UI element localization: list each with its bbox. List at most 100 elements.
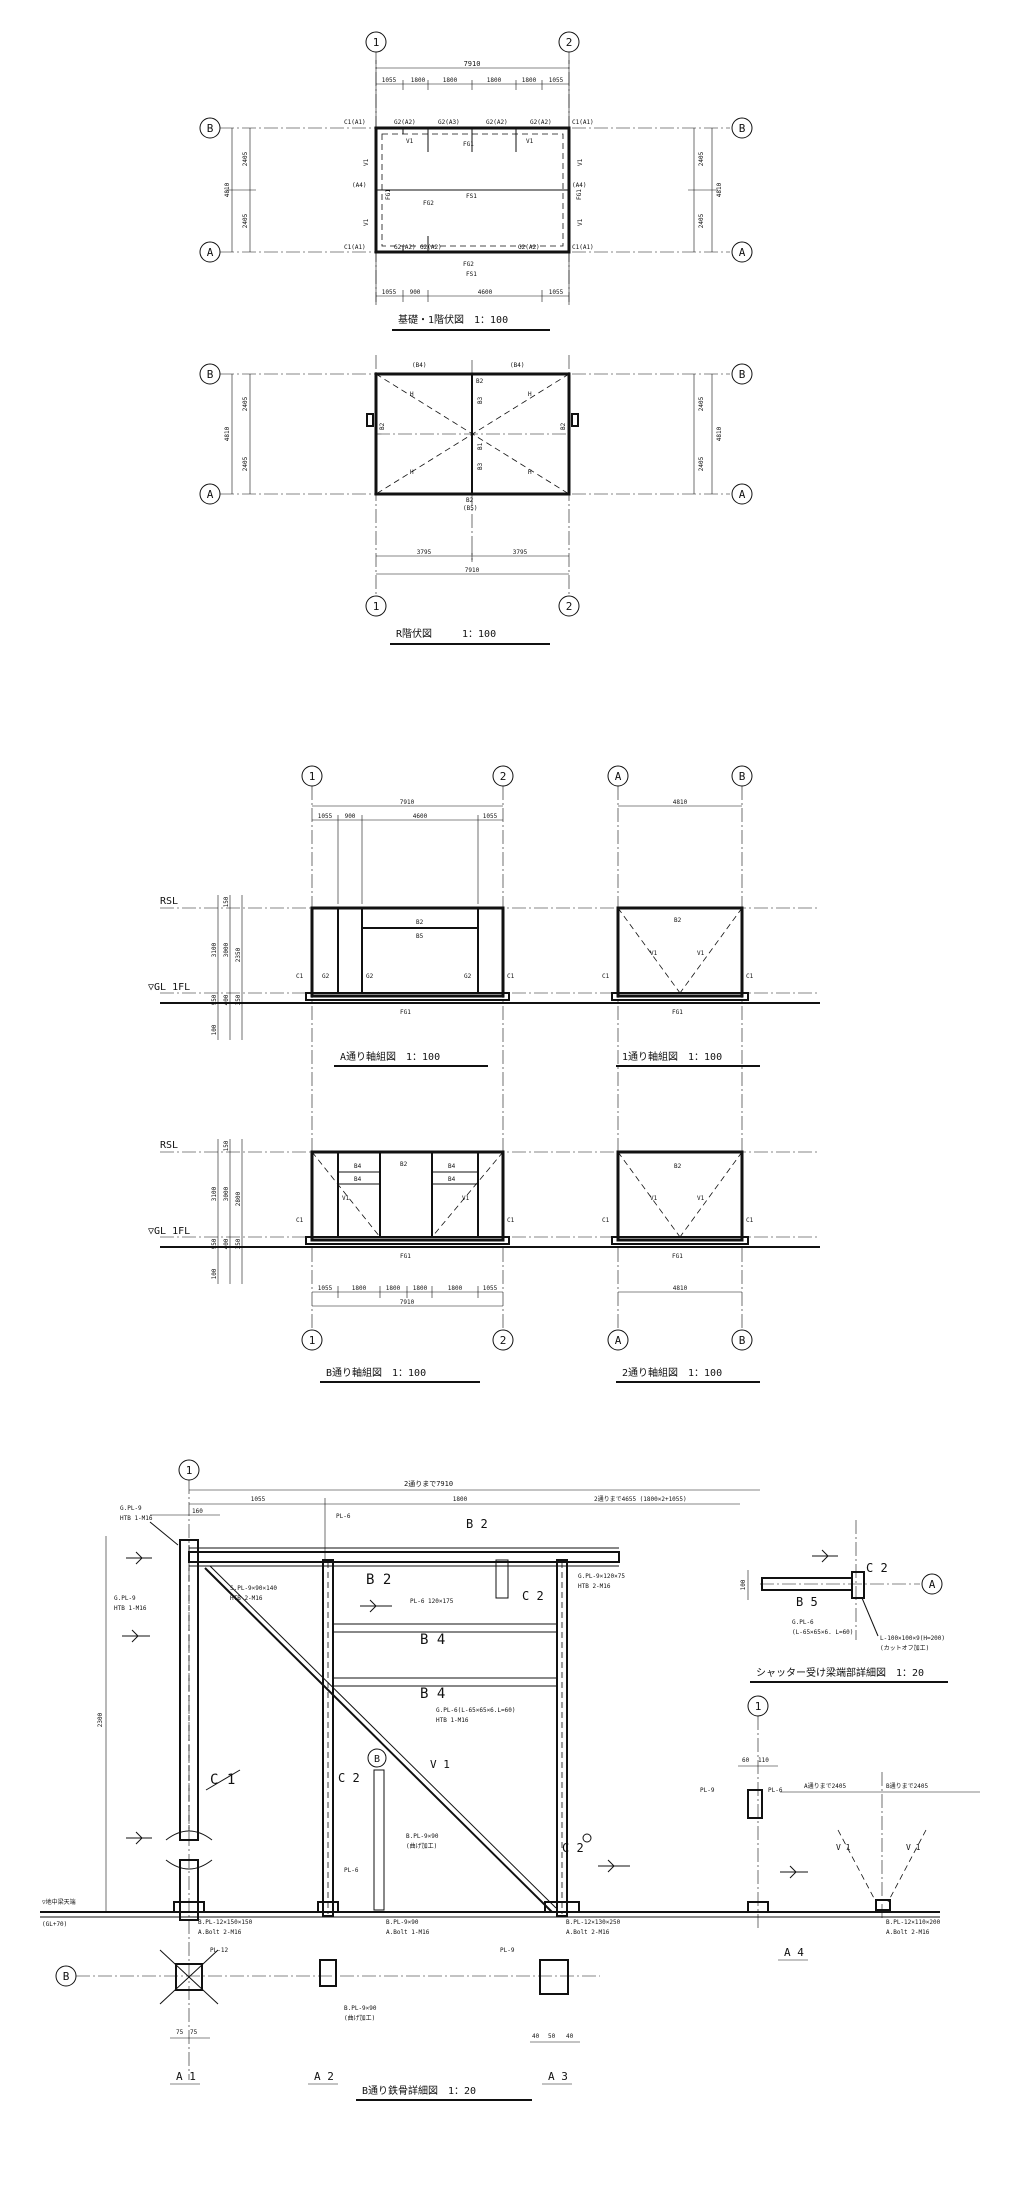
girder-label: G2(A3) bbox=[438, 119, 460, 126]
axis-bubble-label: 1 bbox=[373, 600, 380, 613]
girder-label: G2(A2) bbox=[530, 119, 552, 126]
girder-label: G2(A2) bbox=[518, 244, 540, 251]
axis-bubble-label: 1 bbox=[186, 1464, 193, 1477]
level-dim: 3000 bbox=[223, 942, 230, 957]
elev-label: B4 bbox=[448, 1163, 456, 1170]
elev-label: FG1 bbox=[672, 1009, 683, 1016]
elev-title: 1通り軸組図 1：100 bbox=[622, 1050, 722, 1063]
plan1-dim-top: 1800 bbox=[443, 77, 458, 84]
detail-note: S.PL-9×90×140 bbox=[230, 1585, 277, 1592]
plan1-dim-top: 1055 bbox=[382, 77, 397, 84]
roof-brace-label: H bbox=[528, 469, 532, 476]
roof-beam-label: B1 bbox=[477, 442, 484, 450]
elev-label: B2 bbox=[400, 1161, 408, 1168]
girder-label: G2(A2) bbox=[394, 244, 416, 251]
footing-label: FG1 bbox=[576, 189, 583, 200]
detail-dim: 75 bbox=[190, 2029, 198, 2036]
roof-side: 4810 bbox=[224, 426, 231, 441]
brace-label: V1 bbox=[406, 138, 414, 145]
detail-member: V 1 bbox=[430, 1758, 450, 1771]
detail-member: C 2 bbox=[562, 1841, 584, 1855]
roof-dim: 3795 bbox=[417, 549, 432, 556]
detail-note: PL-12 bbox=[210, 1947, 228, 1954]
level-dim: 950 bbox=[211, 994, 218, 1005]
plan1-side-half: 2405 bbox=[242, 213, 249, 228]
detail-member: B 2 bbox=[466, 1517, 488, 1531]
elev-label: FG1 bbox=[400, 1253, 411, 1260]
axis-bubble-label: A bbox=[929, 1578, 936, 1591]
plan1-dim-top: 1800 bbox=[411, 77, 426, 84]
detail-title: B通り鉄骨詳細図 1：20 bbox=[362, 2084, 476, 2097]
detail-note: (曲げ加工) bbox=[344, 2014, 375, 2022]
foundation-plan: 7910 1055 1800 1800 1800 1800 1055 1055 … bbox=[220, 50, 730, 331]
detail-member: C 2 bbox=[338, 1771, 360, 1785]
axis-bubble-label: 2 bbox=[500, 1334, 507, 1347]
detail-member: C 2 bbox=[522, 1589, 544, 1603]
roof-side: 4810 bbox=[716, 426, 723, 441]
elev-label: B2 bbox=[674, 917, 682, 924]
detail-dim: 2通りまで4655 (1800×2+1055) bbox=[594, 1495, 687, 1503]
elev-label: C1 bbox=[507, 973, 515, 980]
footing-label: FG1 bbox=[385, 189, 392, 200]
axis-bubble-label: A bbox=[739, 488, 746, 501]
axis-bubble-label: B bbox=[739, 368, 746, 381]
a4-note: A.Bolt 2-M16 bbox=[886, 1929, 930, 1936]
elev-label: B4 bbox=[354, 1163, 362, 1170]
roof-beam-label: (B4) bbox=[412, 362, 426, 369]
level-dim: 350 bbox=[235, 994, 242, 1005]
shutter-label: C 2 bbox=[866, 1561, 888, 1575]
elev-dim: 4600 bbox=[413, 813, 428, 820]
a4-label: (A4) bbox=[572, 182, 586, 189]
plan1-dim-top: 1800 bbox=[487, 77, 502, 84]
detail-note: B.PL-12×150×150 bbox=[198, 1919, 253, 1926]
elev-dim: 900 bbox=[345, 813, 356, 820]
level-gl: ▽GL 1FL bbox=[148, 982, 190, 993]
elev-label: G2 bbox=[464, 973, 472, 980]
a4-label: V 1 bbox=[836, 1843, 851, 1852]
girder-label: G2(A2) bbox=[486, 119, 508, 126]
roof-brace-label: H bbox=[410, 391, 414, 398]
axis-bubble-label: 1 bbox=[373, 36, 380, 49]
roof-side: 2405 bbox=[242, 396, 249, 411]
axis-bubble-label: B bbox=[207, 368, 214, 381]
elev-label: V1 bbox=[697, 950, 705, 957]
shutter-label: B 5 bbox=[796, 1595, 818, 1609]
level-dim: 2800 bbox=[235, 1191, 242, 1206]
shutter-note: L-100×100×9(H=200) bbox=[880, 1635, 945, 1642]
elev-label: G2 bbox=[366, 973, 374, 980]
plan-grid-bubbles: 1 2 B A B A B A B A 1 2 bbox=[199, 31, 753, 617]
roof-side: 2405 bbox=[698, 456, 705, 471]
elev-title: 2通り軸組図 1：100 bbox=[622, 1366, 722, 1379]
plan1-dim-bottom: 4600 bbox=[478, 289, 493, 296]
detail-member: B 4 bbox=[420, 1632, 445, 1648]
axis-bubble-label: 1 bbox=[309, 1334, 316, 1347]
detail-note: B.PL-9×90 bbox=[386, 1919, 419, 1926]
level-dim: 3100 bbox=[211, 1186, 218, 1201]
detail-note: B.PL-9×90 bbox=[406, 1833, 439, 1840]
detail-member: B 2 bbox=[366, 1572, 391, 1588]
plan1-dim-bottom: 1055 bbox=[549, 289, 564, 296]
level-dim: 2350 bbox=[235, 947, 242, 962]
detail-plan-label: A 3 bbox=[548, 2070, 568, 2083]
elev-label: C1 bbox=[746, 973, 754, 980]
elev-label: B2 bbox=[416, 919, 424, 926]
detail-note: B.PL-12×130×250 bbox=[566, 1919, 621, 1926]
brace-label: V1 bbox=[577, 158, 584, 166]
elev-label: C1 bbox=[296, 973, 304, 980]
detail-plan-label: A 2 bbox=[314, 2070, 334, 2083]
level-dim: 150 bbox=[223, 896, 230, 907]
elev-label: V1 bbox=[342, 1195, 350, 1202]
elev-label: FG1 bbox=[672, 1253, 683, 1260]
brace-label: V1 bbox=[363, 218, 370, 226]
elev-label: B5 bbox=[416, 933, 424, 940]
axis-bubble-label: A bbox=[207, 246, 214, 259]
elev-dim: 1800 bbox=[386, 1285, 401, 1292]
axis-bubble-label: 1 bbox=[309, 770, 316, 783]
elev-label: C1 bbox=[602, 1217, 610, 1224]
brace-label: V1 bbox=[577, 218, 584, 226]
detail-note: A.Bolt 2-M16 bbox=[198, 1929, 242, 1936]
shutter-title: シャッター受け梁端部詳細図 1：20 bbox=[756, 1666, 924, 1679]
plan1-dim-bottom: 1055 bbox=[382, 289, 397, 296]
detail-dim: 40 bbox=[532, 2033, 540, 2040]
detail-dim: 2通りまで7910 bbox=[404, 1479, 453, 1488]
